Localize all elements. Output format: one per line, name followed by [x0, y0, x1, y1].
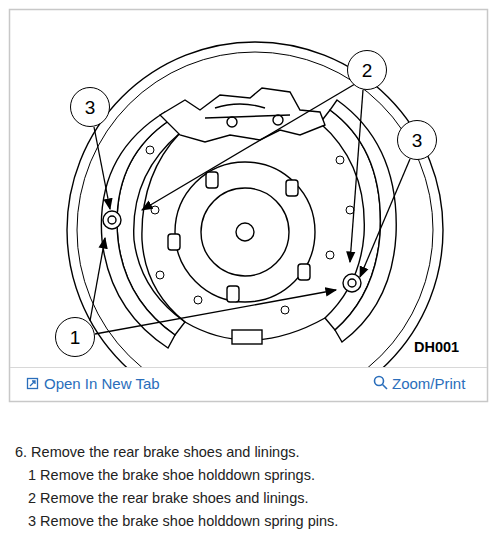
open-link: Open In New Tab: [44, 375, 160, 393]
pin: [227, 117, 237, 127]
plate-holes: [146, 146, 354, 314]
anchor-block: [232, 330, 262, 344]
callout-number: 3: [412, 131, 423, 150]
right-lining: [330, 100, 396, 342]
step-heading: 6. Remove the rear brake shoes and linin…: [15, 444, 300, 461]
open-tab-icon: [28, 379, 38, 389]
backing-plate-rim: [77, 52, 433, 367]
callout-circle: 1: [55, 317, 95, 357]
panel-divider: [10, 367, 487, 368]
callout-circle: 3: [70, 87, 110, 127]
figure-panel: [10, 10, 488, 402]
hub: [201, 188, 289, 276]
drum-brake: [67, 42, 443, 367]
wheel-studs: [168, 172, 310, 302]
pin: [273, 115, 283, 125]
step-item: 3 Remove the brake shoe holddown spring …: [28, 513, 338, 530]
backing-plate: [67, 42, 443, 367]
figure-code: DH001: [414, 339, 459, 356]
leader-lines: [90, 84, 410, 334]
callout-number: 1: [70, 328, 81, 347]
adjuster-mechanism: [160, 88, 325, 142]
spring: [215, 104, 265, 108]
left-lining: [101, 112, 175, 348]
callout-number: 2: [362, 61, 373, 80]
callout-number: 3: [85, 98, 96, 117]
callout-circle: 2: [347, 50, 387, 90]
zoom-link: Zoom/Print: [392, 375, 465, 393]
holddown-pins: [103, 211, 361, 292]
axle-flange: [175, 162, 315, 302]
hub-center: [236, 223, 254, 241]
step-item: 2 Remove the rear brake shoes and lining…: [28, 490, 309, 507]
step-item: 1 Remove the brake shoe holddown springs…: [28, 467, 315, 484]
zoom-icon: [375, 377, 388, 390]
callout-circle: 3: [397, 120, 437, 160]
